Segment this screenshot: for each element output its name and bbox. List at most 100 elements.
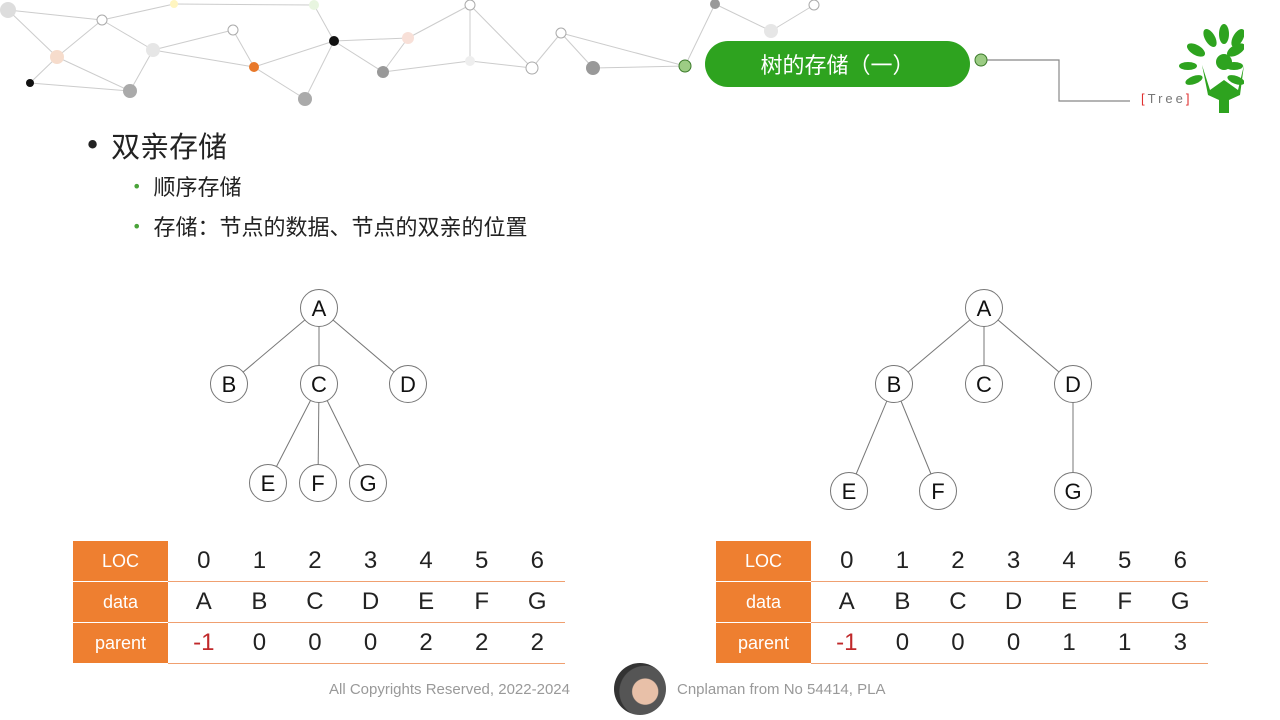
network-node — [808, 0, 820, 11]
table-cell: 2 — [308, 547, 322, 574]
network-node — [0, 2, 16, 18]
network-node — [555, 27, 567, 39]
tree-edge — [848, 383, 895, 492]
table-cell: 5 — [475, 547, 489, 574]
network-line — [714, 3, 772, 32]
connector-line — [987, 59, 1130, 102]
network-node — [329, 36, 339, 46]
network-line — [469, 60, 533, 69]
network-line — [29, 82, 131, 92]
network-node — [764, 24, 778, 38]
network-line — [253, 40, 335, 68]
tree-node-label: G — [359, 471, 376, 496]
network-node — [678, 59, 692, 73]
tree-node-label: C — [976, 372, 992, 397]
table-cell: G — [527, 588, 547, 615]
table-cell: E — [418, 588, 435, 615]
tree-edge — [983, 307, 1074, 385]
network-line — [101, 19, 154, 51]
table-cell: 0 — [363, 629, 378, 656]
tree-edge — [318, 307, 409, 385]
bullet-sub: •顺序存储 — [132, 170, 241, 202]
table-cell: 0 — [308, 629, 322, 656]
network-node — [123, 84, 137, 98]
row-header: parent — [73, 623, 168, 664]
network-line — [173, 3, 315, 6]
network-line — [313, 4, 335, 42]
network-line — [232, 29, 255, 68]
table-cell: 0 — [252, 629, 267, 656]
network-line — [333, 40, 384, 73]
tree-node-label: A — [977, 296, 992, 321]
table-cell: 3 — [1173, 629, 1187, 656]
network-line — [382, 37, 409, 73]
network-node — [50, 50, 64, 64]
table-cell: A — [195, 588, 212, 615]
table-cell: C — [949, 588, 967, 615]
table-cell: 1 — [895, 547, 910, 574]
tree-node-label: F — [311, 471, 324, 496]
bullet-main-text: 双亲存储 — [111, 130, 228, 164]
tree-node-label: E — [842, 479, 857, 504]
network-node — [26, 79, 34, 87]
network-line — [56, 56, 131, 92]
network-line — [407, 4, 471, 39]
tree-edge — [228, 307, 320, 385]
network-node — [298, 92, 312, 106]
row-header: data — [73, 582, 168, 623]
network-line — [56, 19, 103, 58]
network-line — [684, 3, 716, 67]
network-node — [464, 0, 476, 11]
network-node — [96, 14, 108, 26]
tree-node-label: G — [1064, 479, 1081, 504]
row-header: LOC — [716, 541, 811, 582]
table-cell: 0 — [1006, 629, 1021, 656]
table-cell: F — [1117, 588, 1133, 615]
table-cell: B — [894, 588, 911, 615]
tree-edge — [893, 383, 939, 492]
network-line — [592, 65, 686, 69]
tree-node — [300, 365, 338, 403]
network-line — [333, 37, 409, 42]
table-cell: 3 — [363, 547, 378, 574]
tree-node — [830, 472, 868, 510]
network-line — [152, 49, 255, 68]
table-cell: B — [251, 588, 268, 615]
table-cell: 4 — [1062, 547, 1076, 574]
slide-title-text: 树的存储（一） — [760, 54, 915, 79]
tree-node-label: B — [222, 372, 237, 397]
table-cell: 6 — [530, 547, 544, 574]
table-cell: 2 — [951, 547, 965, 574]
tree-node — [1054, 472, 1092, 510]
table-cell: 5 — [1118, 547, 1132, 574]
author-text: Cnplaman from No 54414, PLA — [677, 681, 886, 698]
bracket: [ — [1141, 91, 1148, 106]
network-decoration — [0, 0, 1130, 106]
network-line — [7, 9, 103, 21]
tree-node — [249, 464, 287, 502]
network-node — [227, 24, 239, 36]
network-line — [129, 49, 154, 92]
table-cell: -1 — [836, 629, 858, 656]
bullet-sub-text: 存储：节点的数据、节点的双亲的位置 — [153, 216, 528, 241]
table-cell: G — [1170, 588, 1190, 615]
tree-node — [349, 464, 387, 502]
tree-node-label: A — [312, 296, 327, 321]
tree-node — [875, 365, 913, 403]
row-header: parent — [716, 623, 811, 664]
tree-node — [965, 289, 1003, 327]
network-line — [770, 4, 815, 32]
network-line — [382, 60, 471, 73]
tree-logo-icon — [1179, 24, 1244, 113]
network-node — [402, 32, 414, 44]
table-cell: A — [838, 588, 855, 615]
tree-node-label: F — [931, 479, 944, 504]
row-header: LOC — [73, 541, 168, 582]
tree-tag: [Tree] — [1141, 91, 1193, 106]
bullet-dot: • — [132, 216, 142, 236]
